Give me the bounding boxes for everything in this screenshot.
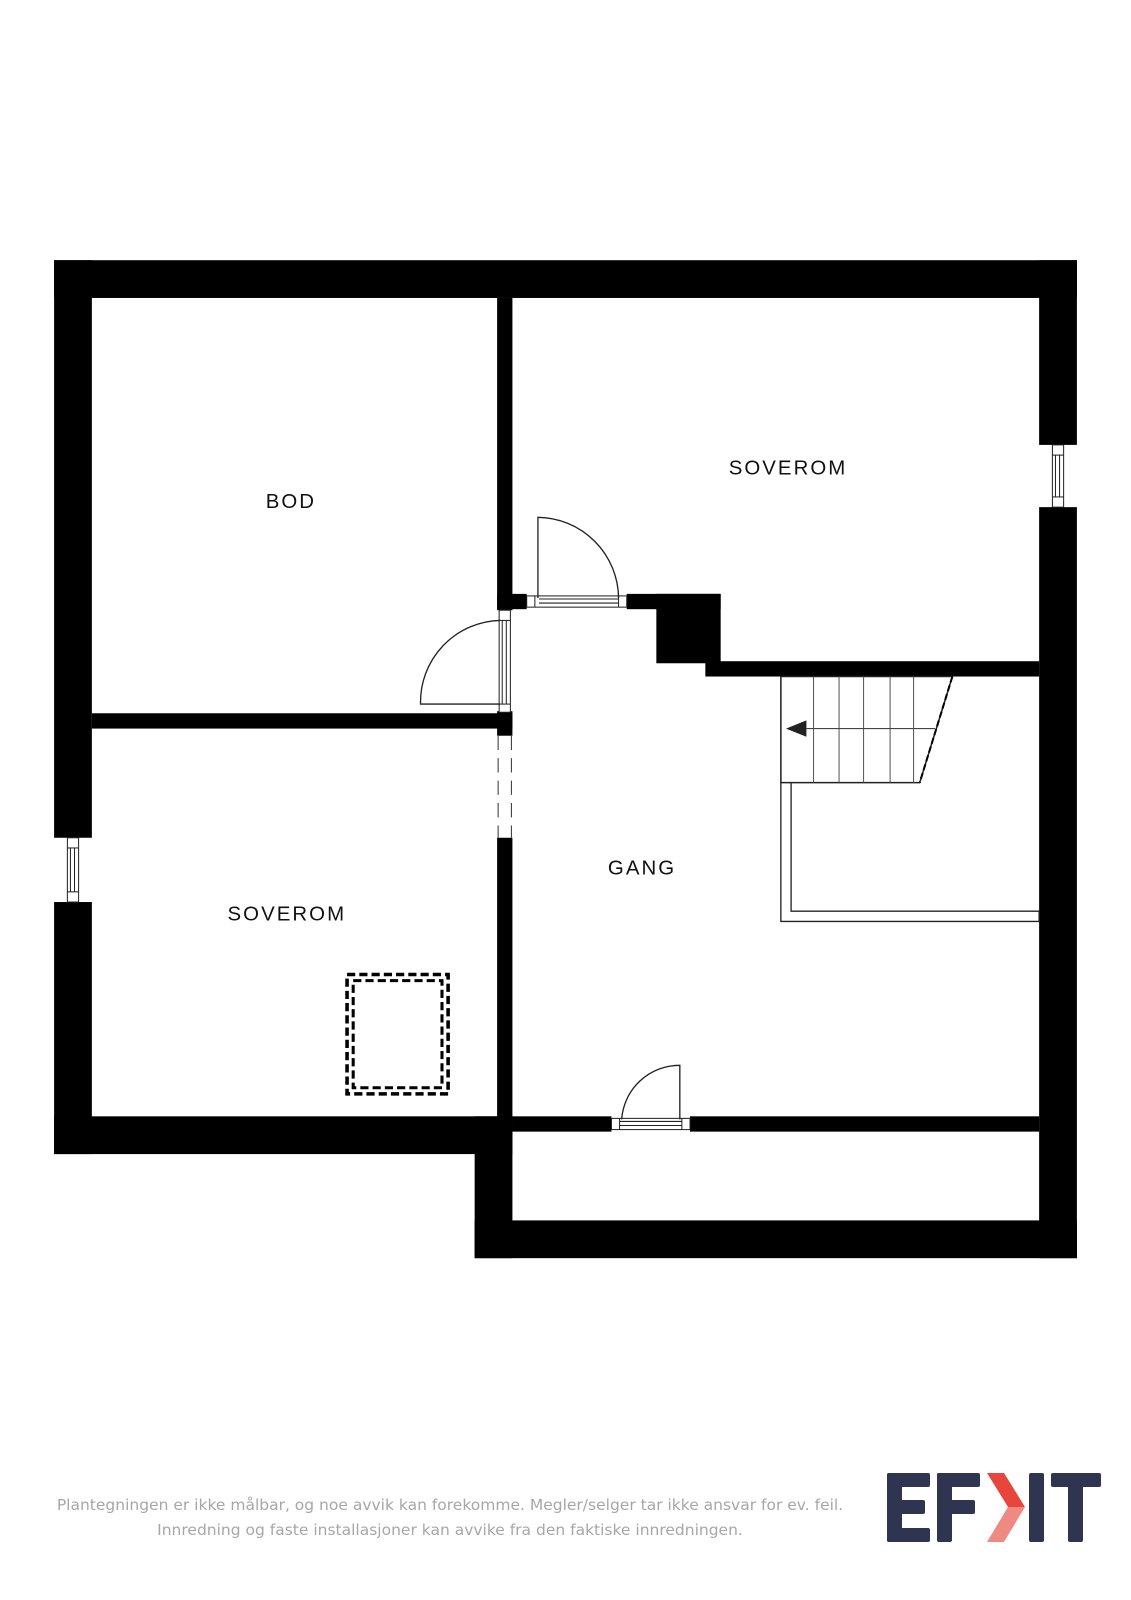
disclaimer-line-2: Innredning og faste installasjoner kan a…: [157, 1521, 743, 1539]
logo-letter-i: [1029, 1473, 1044, 1542]
effekt-logo: [887, 1473, 1101, 1542]
disclaimer-line-1: Plantegningen er ikke målbar, og noe avv…: [56, 1496, 844, 1514]
room-label-soverom-upper: SOVEROM: [729, 457, 848, 479]
logo-chevron-icon: [987, 1473, 1025, 1542]
doorway-soverom-lower: [497, 735, 512, 838]
room-label-soverom-lower: SOVEROM: [228, 903, 347, 925]
staircase: [780, 675, 1040, 923]
logo-letter-e: [887, 1473, 930, 1542]
room-label-bod: BOD: [266, 491, 316, 513]
door-bod: [419, 609, 511, 713]
window-right: [1051, 444, 1065, 508]
logo-letter-f: [937, 1473, 980, 1542]
door-soverom-upper: [526, 516, 628, 608]
stair-down-arrow: [785, 720, 807, 737]
outer-walls: [54, 260, 1077, 1259]
door-storage: [610, 1064, 691, 1131]
interior-walls: [91, 297, 1040, 1132]
room-label-gang: GANG: [608, 857, 676, 879]
skylight: [345, 972, 450, 1096]
logo-letter-t: [1051, 1473, 1101, 1542]
window-left: [66, 837, 80, 903]
disclaimer: Plantegningen er ikke målbar, og noe avv…: [30, 1493, 870, 1543]
